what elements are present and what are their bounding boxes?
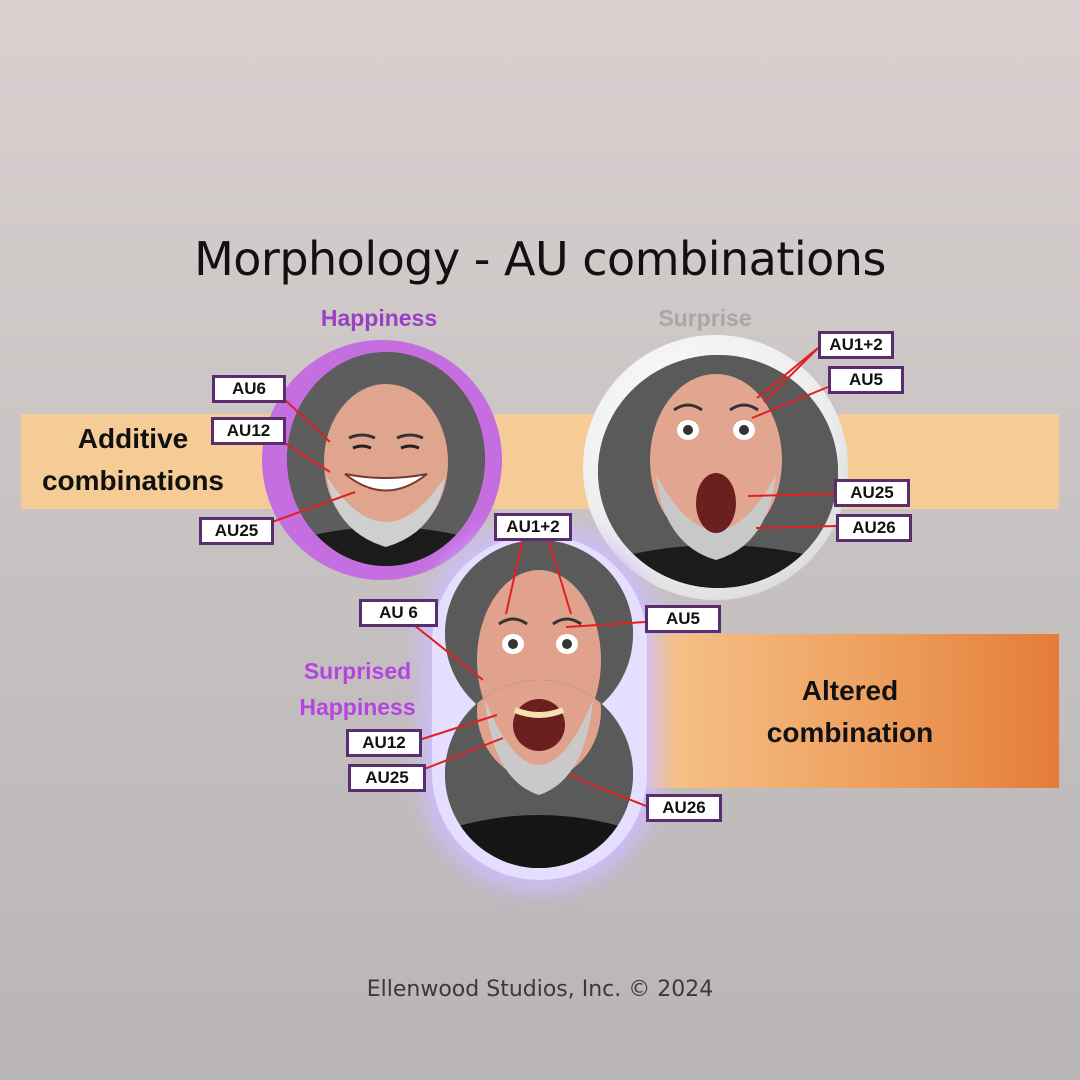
leader-combo-au6 bbox=[413, 624, 484, 681]
leader-surprise-au12-b bbox=[763, 347, 819, 403]
happiness-photo bbox=[287, 352, 485, 566]
leader-combo-au12-a bbox=[505, 537, 524, 615]
au-label-combo-au1-2: AU1+2 bbox=[494, 513, 572, 541]
leader-combo-au25 bbox=[421, 737, 504, 771]
leader-surprise-au26 bbox=[755, 525, 837, 529]
au-label-surprise-au25: AU25 bbox=[834, 479, 910, 507]
au-label-surprise-au26: AU26 bbox=[836, 514, 912, 542]
additive-combinations-label: Additive combinations bbox=[41, 423, 224, 496]
au-label-combo-au6: AU 6 bbox=[359, 599, 438, 627]
leader-happy-au6 bbox=[282, 397, 331, 443]
altered-combination-label: Altered combination bbox=[766, 675, 934, 748]
surprise-heading: Surprise bbox=[658, 305, 752, 331]
leader-combo-au26 bbox=[567, 774, 647, 807]
leader-combo-au5 bbox=[565, 621, 646, 628]
happiness-heading: Happiness bbox=[320, 305, 438, 331]
au-label-combo-au25: AU25 bbox=[348, 764, 426, 792]
au-label-surprise-au1-2: AU1+2 bbox=[818, 331, 894, 359]
leader-surprise-au25 bbox=[747, 493, 835, 497]
leader-combo-au12 bbox=[418, 714, 498, 741]
au-label-combo-au26: AU26 bbox=[646, 794, 722, 822]
au-label-happy-au6: AU6 bbox=[212, 375, 286, 403]
leader-surprise-au12-a bbox=[756, 347, 819, 399]
surprised-happiness-heading: Surprised Happiness bbox=[299, 658, 416, 720]
leader-combo-au12-b bbox=[547, 537, 572, 615]
page-title: Morphology - AU combinations bbox=[194, 232, 886, 286]
copyright-credit: Ellenwood Studios, Inc. © 2024 bbox=[366, 977, 714, 1002]
au-label-combo-au5: AU5 bbox=[645, 605, 721, 633]
leader-happy-au12 bbox=[279, 439, 331, 473]
surprised-happiness-photo-lower bbox=[445, 680, 633, 868]
au-label-happy-au25: AU25 bbox=[199, 517, 274, 545]
au-label-happy-au12: AU12 bbox=[211, 417, 286, 445]
surprise-photo bbox=[598, 355, 838, 588]
leader-surprise-au5 bbox=[751, 386, 829, 419]
au-label-combo-au12: AU12 bbox=[346, 729, 422, 757]
leader-happy-au25 bbox=[271, 491, 356, 523]
altered-band bbox=[632, 634, 1059, 788]
au-label-surprise-au5: AU5 bbox=[828, 366, 904, 394]
